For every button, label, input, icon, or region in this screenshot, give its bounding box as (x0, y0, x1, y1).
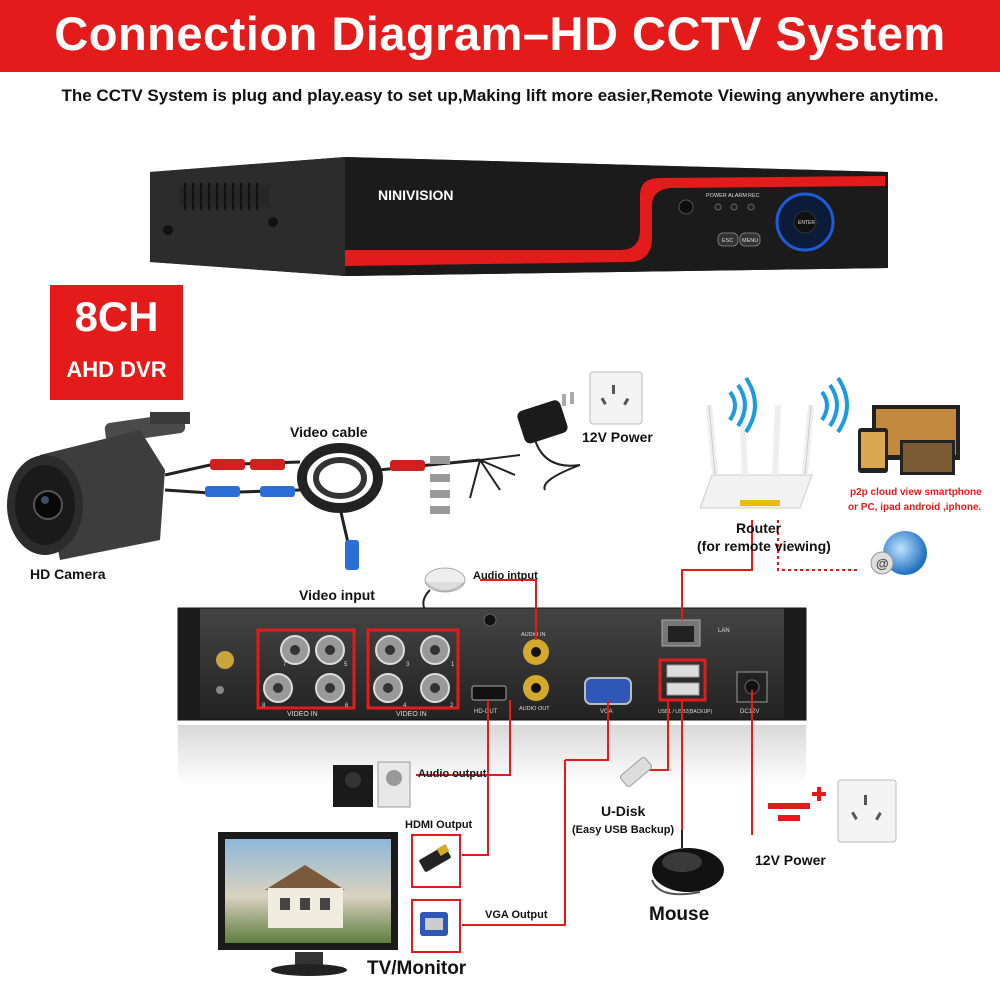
speakers-icon (333, 761, 411, 808)
svg-text:@: @ (876, 556, 889, 571)
channel-number: 6 (345, 703, 349, 709)
camera-icon (7, 412, 190, 560)
page-title: Connection Diagram–HD CCTV System (54, 7, 946, 60)
vga-port-label: VGA (600, 709, 613, 715)
dc-power-symbol-icon (768, 787, 826, 821)
connection-lines (416, 520, 753, 926)
channel-number: 4 (403, 703, 407, 709)
page-subtitle: The CCTV System is plug and play.easy to… (61, 86, 939, 105)
power-top-label: 12V Power (582, 429, 653, 445)
power-bottom-label: 12V Power (755, 852, 826, 868)
video-in-label: VIDEO IN (287, 711, 318, 718)
hdmi-cable-icon (411, 834, 461, 888)
dvr-brand: NINIVISION (378, 187, 453, 203)
remote-link-line (777, 520, 860, 571)
router-icon (699, 404, 814, 509)
dvr-rear-panel (177, 607, 807, 785)
dvr-front (150, 157, 888, 276)
router-label: Router (736, 520, 782, 536)
audio-output-label: Audio output (418, 768, 487, 780)
tv-monitor-icon (218, 832, 398, 976)
p2p-label-line2: or PC, ipad android ,iphone. (848, 502, 982, 513)
tv-monitor-label: TV/Monitor (367, 958, 467, 979)
mouse-icon (651, 830, 724, 896)
wall-socket-icon (589, 371, 643, 425)
hd-camera-label: HD Camera (30, 566, 106, 582)
enter-button-label: ENTER (798, 220, 815, 226)
badge-channels: 8CH (74, 293, 159, 340)
channel-number: 3 (406, 662, 410, 668)
lan-port-label: LAN (718, 628, 730, 634)
video-cable-label: Video cable (290, 424, 368, 440)
power-adapter-icon (517, 392, 581, 491)
alarm-indicator-label: ALARM (728, 193, 747, 199)
p2p-label-line1: p2p cloud view smartphone (850, 487, 982, 498)
channel-number: 5 (344, 662, 348, 668)
devices-icon (858, 405, 960, 475)
vga-cable-icon (411, 899, 461, 953)
audio-in-port-label: AUDIO IN (521, 632, 545, 638)
badge-model: AHD DVR (66, 357, 167, 382)
internet-globe-icon: @ (870, 531, 927, 575)
wall-socket-bottom-icon (837, 779, 897, 843)
video-cable-icon (164, 443, 521, 570)
channel-number: 8 (262, 703, 266, 709)
usb-port-label: USB1 / USB2(BACKUP) (658, 709, 713, 715)
hdmi-output-label: HDMI Output (405, 819, 473, 831)
video-in-label: VIDEO IN (396, 711, 427, 718)
udisk-note-label: (Easy USB Backup) (572, 824, 675, 836)
router-note-label: (for remote viewing) (697, 538, 831, 554)
wifi-icon (728, 376, 849, 434)
channel-number: 7 (283, 662, 287, 668)
microphone-icon (422, 567, 466, 611)
menu-button-label: MENU (742, 238, 758, 244)
vga-output-label: VGA Output (485, 909, 548, 921)
channel-number: 1 (451, 662, 455, 668)
power-indicator-label: POWER (706, 193, 727, 199)
dc-port-label: DC12V (740, 709, 759, 715)
udisk-label: U-Disk (601, 803, 646, 819)
hdmi-port-label: HD-OUT (474, 709, 498, 715)
channel-number: 2 (450, 703, 454, 709)
rec-indicator-label: REC (748, 193, 760, 199)
audio-out-port-label: AUDIO OUT (519, 706, 550, 712)
video-input-label: Video input (299, 587, 375, 603)
mouse-label: Mouse (649, 904, 710, 925)
esc-button-label: ESC (722, 238, 733, 244)
audio-input-label: Audio intput (473, 570, 538, 582)
title-banner: Connection Diagram–HD CCTV System (0, 0, 1000, 72)
usb-disk-icon (619, 757, 653, 787)
dvr-channel-badge: 8CH AHD DVR (50, 285, 183, 400)
